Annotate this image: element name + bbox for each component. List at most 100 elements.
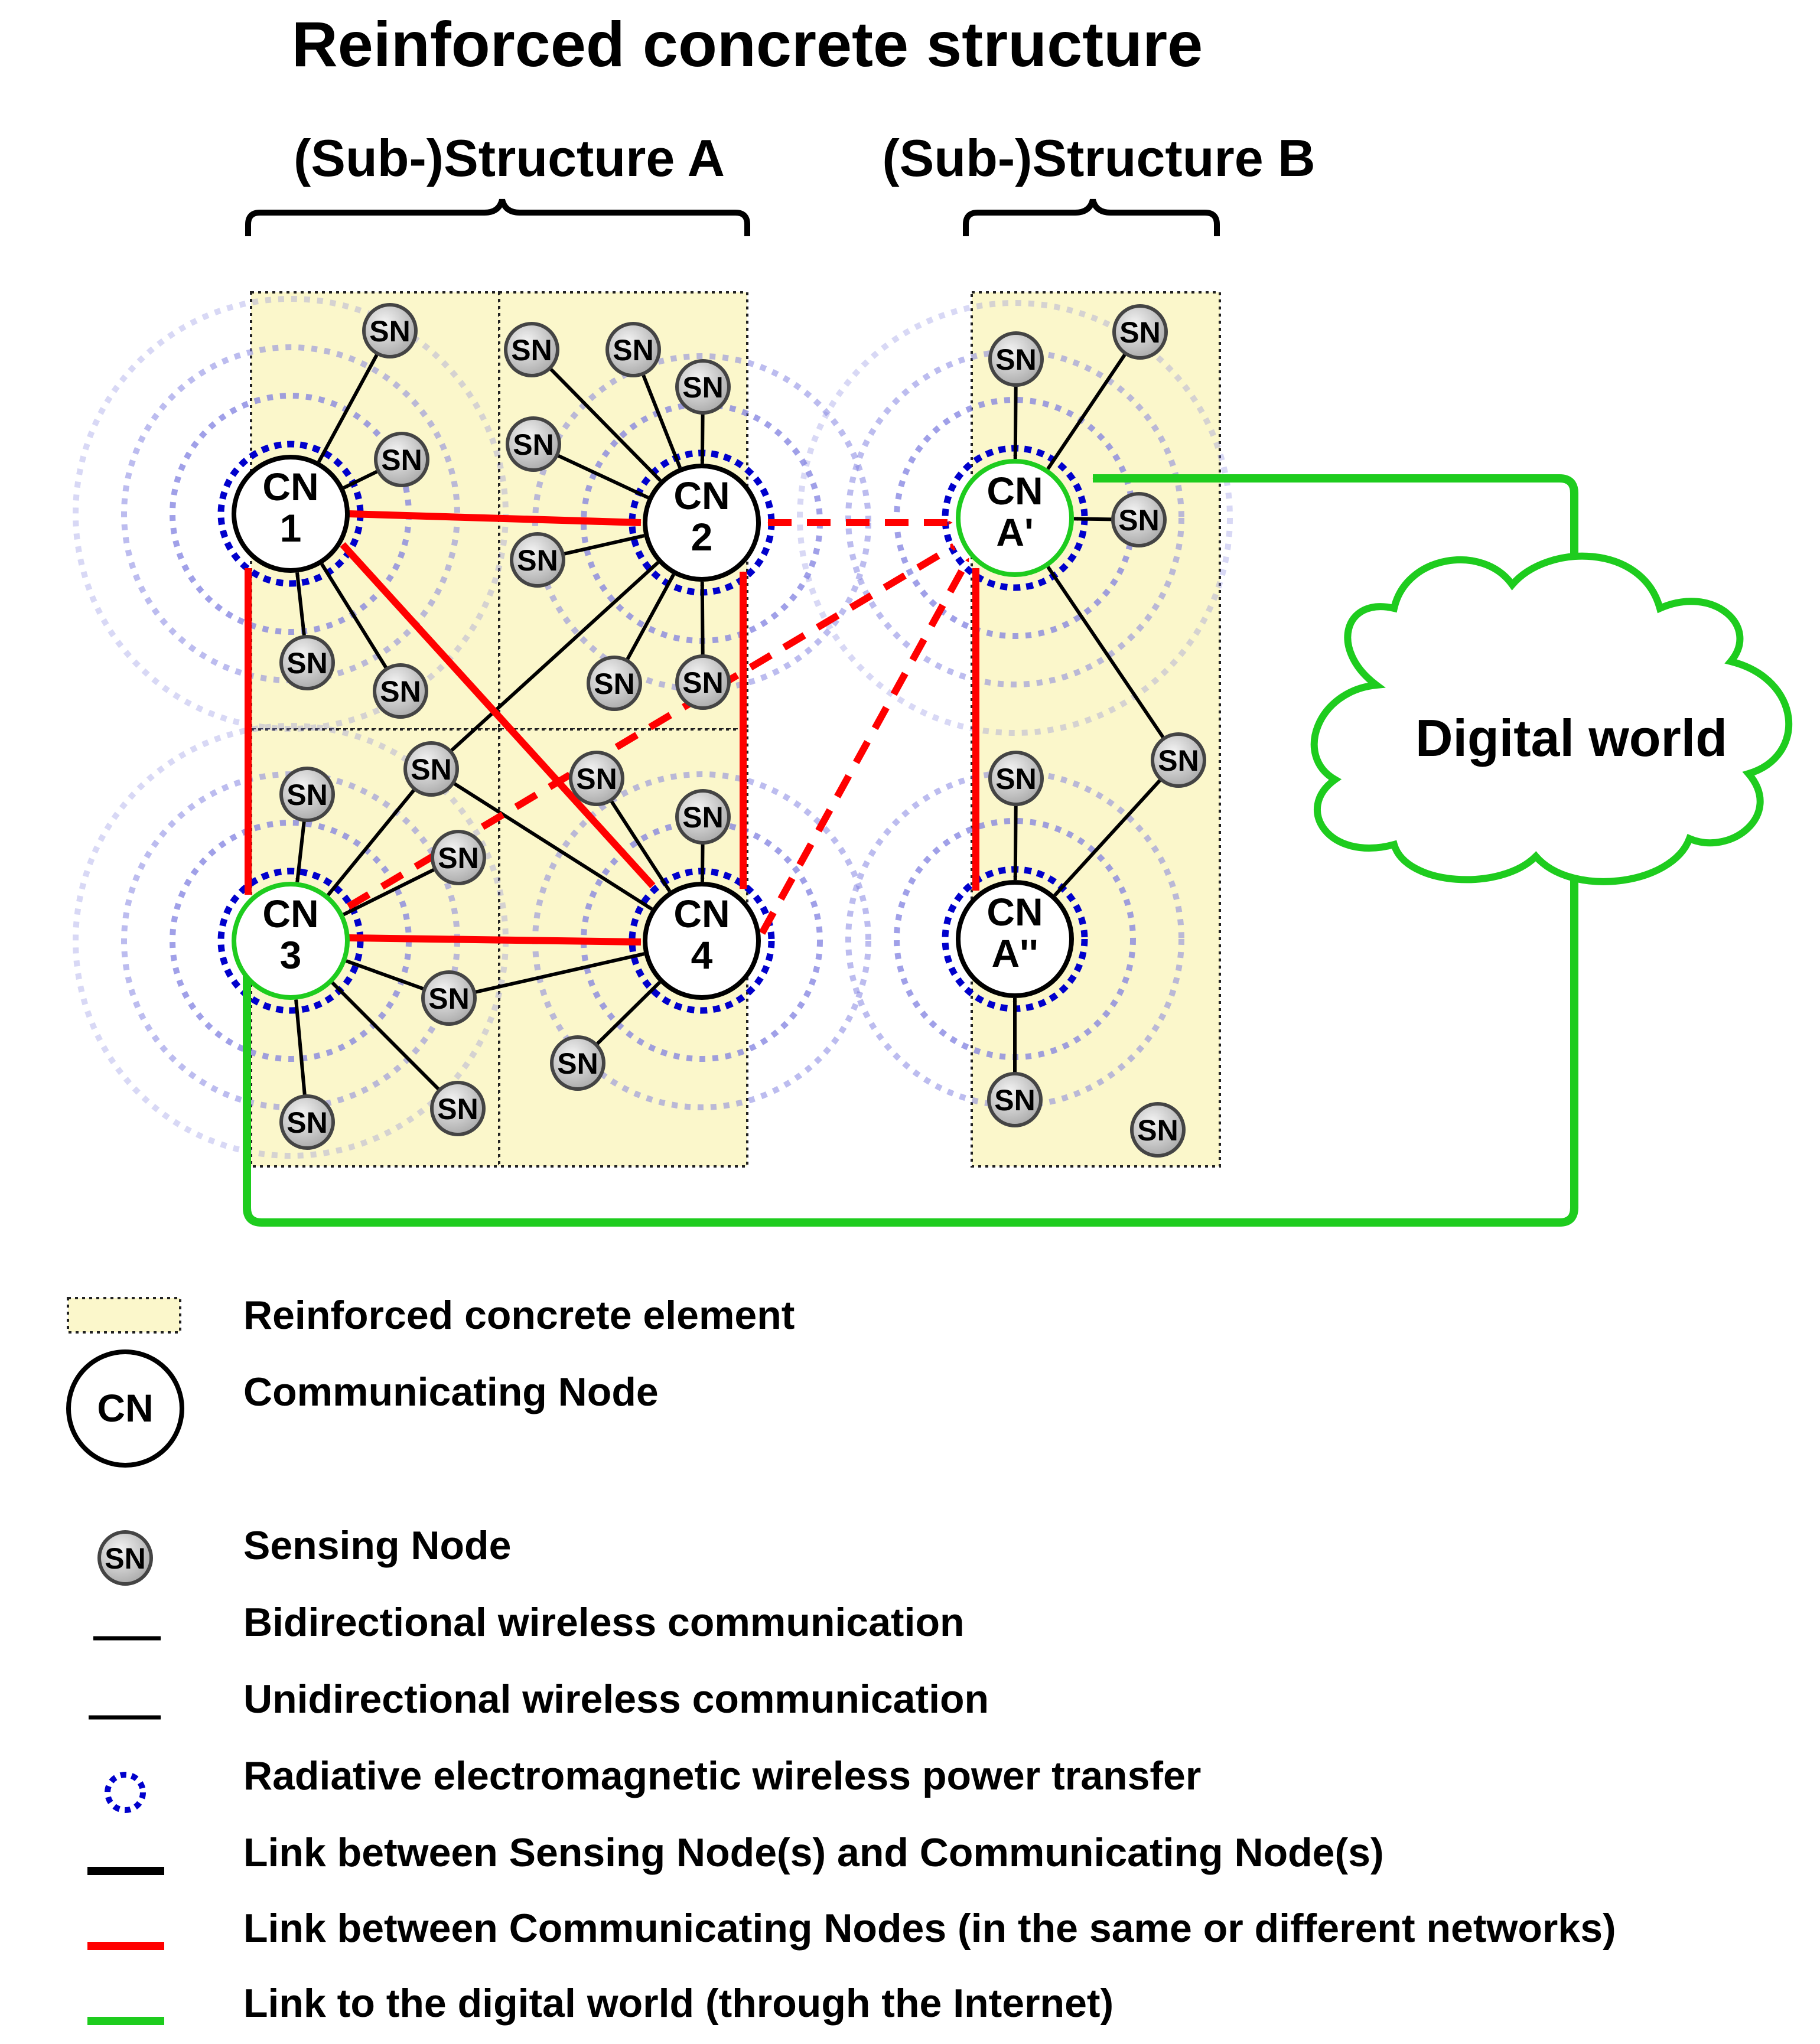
- sensing-node-label: SN: [286, 647, 327, 680]
- cn2-label-bottom: 2: [691, 515, 713, 559]
- legend-label-sensing-node: Sensing Node: [243, 1523, 511, 1568]
- sensing-node-label: SN: [380, 675, 421, 708]
- sensing-node-23: SN: [1111, 492, 1167, 547]
- legend-cn-symbol: [66, 1349, 184, 1468]
- legend-sn-symbol-text: SN: [105, 1542, 145, 1575]
- internet-link-cn3: [243, 878, 1578, 1227]
- sn-link-24: [1046, 566, 1165, 739]
- sn-link-extra-1995-0: [1053, 778, 1162, 897]
- sensing-node-label: SN: [1158, 744, 1199, 777]
- sn-link-22: [1046, 353, 1126, 470]
- link-cn4-cna1: [758, 556, 972, 935]
- cna1-label-top: CN: [986, 469, 1043, 513]
- sensing-node-20: SN: [550, 1035, 605, 1091]
- sensing-node-label: SN: [613, 334, 653, 367]
- sensing-node-6: SN: [605, 322, 661, 377]
- communicating-node-1: CN 1: [232, 455, 350, 573]
- sensing-node-label: SN: [411, 753, 451, 786]
- sensing-node-label: SN: [594, 667, 634, 700]
- cn4-label-bottom: 4: [691, 933, 713, 977]
- sensing-node-label: SN: [286, 778, 327, 811]
- sensing-node-16: SN: [430, 1081, 486, 1136]
- substructure-a-title: (Sub-)Structure A: [294, 129, 725, 187]
- sensing-node-label: SN: [513, 428, 554, 461]
- internet-link-cna1: [1092, 474, 1578, 603]
- cloud-shape: [1310, 552, 1793, 885]
- cn3-label-bottom: 3: [280, 933, 302, 977]
- legend-label-unidirectional: Unidirectional wireless communication: [243, 1677, 989, 1722]
- legend-sn-symbol: [97, 1530, 153, 1586]
- brace-a: [245, 198, 750, 236]
- legend-label-cn-cn-link: Link between Communicating Nodes (in the…: [243, 1906, 1616, 1951]
- brace-b: [963, 198, 1220, 236]
- sensing-node-7: SN: [675, 359, 731, 415]
- sensing-node-label: SN: [557, 1047, 598, 1080]
- sn-link-1: [317, 354, 379, 463]
- sn-link-19: [700, 843, 705, 882]
- sn-link-5: [549, 367, 662, 482]
- legend-label-communicating-node: Communicating Node: [243, 1370, 659, 1414]
- concrete-elements: [250, 291, 1221, 1168]
- sn-link-7: [700, 413, 705, 464]
- cn3-label-top: CN: [262, 892, 318, 935]
- sn-link-2: [343, 470, 379, 490]
- sensing-node-10: SN: [587, 656, 642, 711]
- sensing-node-9: SN: [510, 532, 565, 588]
- sensing-node-label: SN: [511, 334, 552, 367]
- sensing-node-11: SN: [675, 654, 731, 710]
- sn-link-11: [700, 581, 705, 656]
- sensing-node-2: SN: [374, 432, 429, 487]
- sn-link-13: [295, 821, 306, 883]
- sn-link-15: [294, 999, 307, 1096]
- communicating-node-2: CN 2: [643, 464, 761, 582]
- sensing-node-18: SN: [569, 751, 624, 806]
- communicating-node-4: CN 4: [643, 882, 761, 1000]
- sn-link-20: [595, 981, 661, 1045]
- legend-cn-symbol-text: CN: [97, 1386, 153, 1430]
- legend-label-bidirectional: Bidirectional wireless communication: [243, 1600, 965, 1645]
- sensing-node-label: SN: [1137, 1114, 1178, 1147]
- cna2-label-bottom: A'': [991, 931, 1038, 975]
- sn-link-17: [346, 959, 424, 991]
- sensing-node-25: SN: [988, 751, 1044, 806]
- sensing-node-label: SN: [381, 444, 422, 477]
- sensing-node-4: SN: [373, 663, 428, 719]
- cn1-label-bottom: 1: [280, 506, 302, 550]
- cn4-label-top: CN: [673, 892, 730, 935]
- communicating-node-a-double-prime: CN A'': [956, 880, 1074, 998]
- sensing-node-label: SN: [1119, 316, 1160, 349]
- cn-links: [245, 510, 979, 946]
- sensing-node-3: SN: [279, 635, 335, 690]
- communicating-node-3: CN 3: [232, 882, 350, 1000]
- sn-link-16: [331, 981, 440, 1091]
- sensing-node-label: SN: [576, 762, 617, 796]
- cn2-label-top: CN: [673, 474, 730, 517]
- communicating-node-a-prime: CN A': [956, 459, 1074, 577]
- communicating-nodes: CN 1 CN 2 CN 3 CN 4 CN A' CN A'': [232, 455, 1074, 1000]
- sn-link-8: [557, 454, 649, 500]
- sensing-node-label: SN: [437, 1093, 478, 1126]
- sensing-node-14: SN: [431, 830, 486, 885]
- link-cn1-cn2: [348, 510, 642, 526]
- sensing-node-21: SN: [988, 331, 1044, 387]
- diagram-title: Reinforced concrete structure: [292, 8, 1203, 80]
- legend-label-internet-link: Link to the digital world (through the I…: [243, 1981, 1114, 2026]
- sn-link-extra-760-0: [475, 952, 645, 994]
- sensing-node-label: SN: [995, 343, 1036, 376]
- sensing-node-22: SN: [1112, 304, 1168, 360]
- sensing-node-13: SN: [279, 767, 335, 822]
- sensing-node-19: SN: [675, 789, 731, 845]
- sn-link-25: [1013, 805, 1018, 881]
- sensing-node-label: SN: [994, 1084, 1035, 1117]
- legend-label-concrete: Reinforced concrete element: [243, 1293, 795, 1338]
- sensing-nodes: SN SN SN SN SN SN SN SN SN SN SN SN SN SN SN SN SN SN SN SN…: [279, 303, 1206, 1158]
- legend: Reinforced concrete element CN Communica…: [66, 1293, 1616, 2026]
- sensing-node-label: SN: [517, 544, 558, 577]
- cloud-label: Digital world: [1415, 709, 1727, 767]
- sensing-node-label: SN: [1118, 504, 1159, 537]
- sn-link-21: [1013, 386, 1018, 459]
- cna2-label-top: CN: [986, 890, 1043, 934]
- sensing-node-12: SN: [403, 741, 459, 797]
- sn-link-6: [642, 374, 682, 469]
